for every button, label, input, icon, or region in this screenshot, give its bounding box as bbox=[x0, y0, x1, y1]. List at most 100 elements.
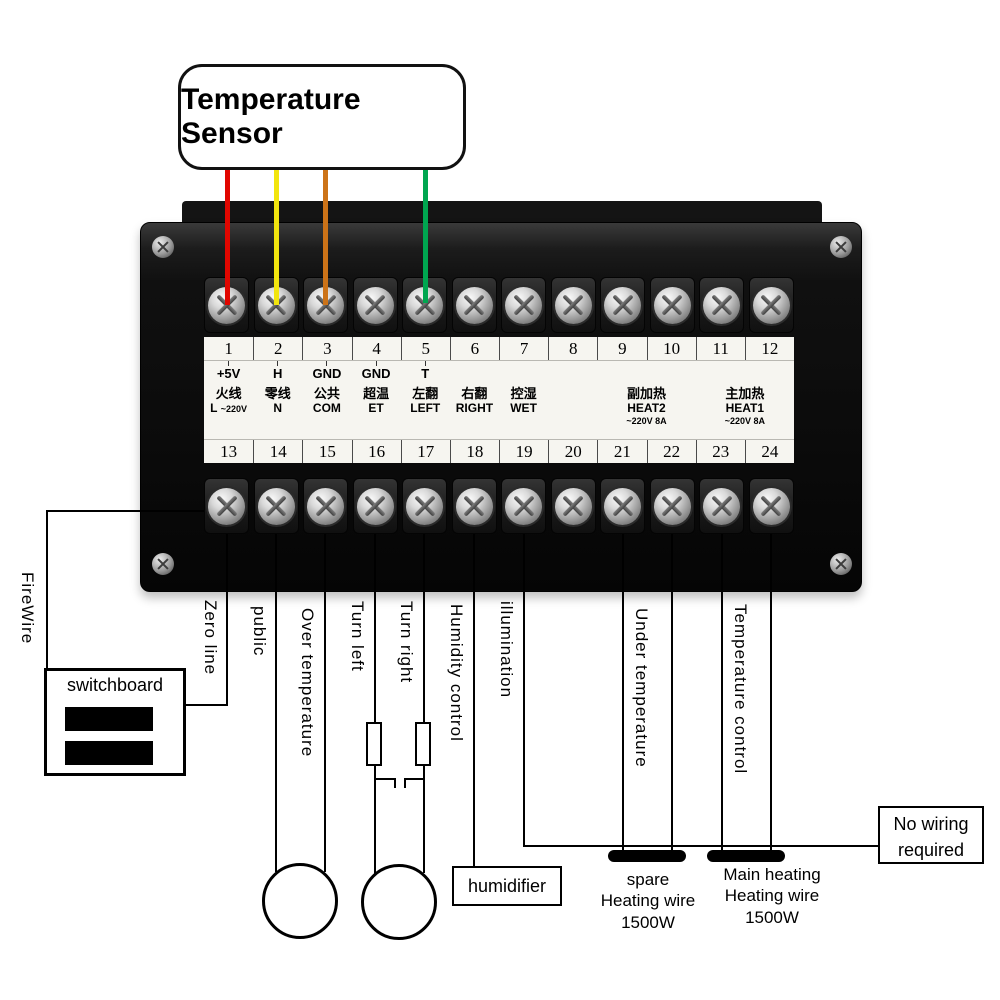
terminal-22 bbox=[649, 478, 695, 534]
panel-screw-icon bbox=[152, 236, 174, 258]
terminal-screw-icon bbox=[406, 487, 444, 525]
terminal-number: 24 bbox=[744, 440, 794, 463]
terminal-screw-icon bbox=[703, 286, 741, 324]
function-neutral: 零线 N bbox=[264, 386, 291, 415]
tick-line bbox=[326, 361, 328, 366]
terminal-number: 10 bbox=[646, 337, 696, 360]
no-wiring-required-box: No wiring required bbox=[878, 806, 984, 864]
tick-line bbox=[228, 361, 230, 366]
pin-label-t: T bbox=[401, 361, 450, 383]
terminal-screw-icon bbox=[653, 286, 691, 324]
panel-screw-icon bbox=[152, 553, 174, 575]
limit-switch-symbol bbox=[376, 778, 396, 780]
terminal-10 bbox=[649, 277, 695, 333]
temperature-sensor-box: Temperature Sensor bbox=[178, 64, 466, 170]
terminal-number: 7 bbox=[499, 337, 548, 360]
terminal-screw-icon bbox=[505, 286, 543, 324]
motor-circle bbox=[262, 863, 338, 939]
terminal-number: 5 bbox=[400, 337, 450, 360]
function-turn-right: 右翻 RIGHT bbox=[455, 386, 494, 415]
panel-screw-icon bbox=[830, 553, 852, 575]
terminal-number: 21 bbox=[597, 440, 646, 463]
terminal-21 bbox=[600, 478, 646, 534]
terminal-screw-icon bbox=[356, 286, 394, 324]
terminal-number: 14 bbox=[253, 440, 302, 463]
terminal-numbers-bottom: 13 14 15 16 17 18 19 20 21 22 23 24 bbox=[204, 439, 794, 463]
tick-line bbox=[277, 361, 279, 366]
terminal-4 bbox=[352, 277, 398, 333]
wire-heat2-b bbox=[671, 534, 673, 852]
tick-line bbox=[424, 361, 426, 366]
terminal-15 bbox=[303, 478, 349, 534]
sensor-wire-green bbox=[423, 170, 428, 303]
function-humidity: 控湿 WET bbox=[510, 386, 537, 415]
terminal-number: 12 bbox=[744, 337, 794, 360]
terminal-23 bbox=[699, 478, 745, 534]
terminal-row-bottom bbox=[204, 478, 794, 534]
terminal-20 bbox=[550, 478, 596, 534]
terminal-14 bbox=[253, 478, 299, 534]
terminal-number: 9 bbox=[597, 337, 646, 360]
terminal-9 bbox=[600, 277, 646, 333]
wire-illumination bbox=[523, 534, 525, 847]
tick-line bbox=[375, 361, 377, 366]
wire-zero-line bbox=[226, 534, 228, 706]
sensor-wire-red bbox=[225, 170, 230, 305]
terminal-screw-icon bbox=[455, 487, 493, 525]
motor-circle bbox=[361, 864, 437, 940]
pin-label-5v: +5V bbox=[204, 361, 253, 383]
terminal-13 bbox=[204, 478, 249, 534]
label-turn-left: Turn left bbox=[348, 601, 367, 672]
terminal-screw-icon bbox=[455, 286, 493, 324]
wire-humidity-control bbox=[473, 534, 475, 868]
function-over-temp: 超温 ET bbox=[363, 386, 390, 415]
terminal-18 bbox=[451, 478, 497, 534]
wire-heat1-a bbox=[721, 534, 723, 852]
pin-label-gnd2: GND bbox=[352, 361, 401, 383]
terminal-number: 1 bbox=[224, 339, 233, 358]
fuse-symbol bbox=[415, 722, 431, 766]
limit-switch-symbol bbox=[404, 778, 406, 788]
wire-heat1-b bbox=[770, 534, 772, 852]
terminal-number: 15 bbox=[302, 440, 351, 463]
label-temperature-control: Temperature control bbox=[731, 604, 750, 775]
terminal-11 bbox=[699, 277, 745, 333]
pin-labels-row: +5V H GND GND T bbox=[204, 361, 794, 383]
wire-zero-line-bend bbox=[186, 704, 228, 706]
label-over-temperature: Over temperature bbox=[298, 608, 317, 758]
function-empty bbox=[548, 383, 597, 439]
function-live-wire: 火线 L ~220V bbox=[210, 386, 248, 415]
terminal-screw-icon bbox=[505, 487, 543, 525]
limit-switch-symbol bbox=[394, 778, 396, 788]
switchboard-slot bbox=[65, 741, 153, 765]
label-public: public bbox=[250, 606, 269, 657]
terminal-screw-icon bbox=[208, 487, 245, 525]
switchboard-label: switchboard bbox=[66, 675, 164, 695]
label-humidity-control: Humidity control bbox=[447, 604, 466, 742]
panel-screw-icon bbox=[830, 236, 852, 258]
sensor-wire-yellow bbox=[274, 170, 279, 305]
terminal-24 bbox=[748, 478, 794, 534]
terminal-number: 4 bbox=[351, 337, 401, 360]
terminal-number: 13 bbox=[220, 442, 238, 461]
terminal-function-row: 火线 L ~220V 零线 N 公共 COM 超温 ET 左翻 LEFT 右翻 … bbox=[204, 383, 794, 439]
terminal-number: 22 bbox=[646, 440, 696, 463]
label-illumination: illumination bbox=[497, 601, 516, 699]
terminal-screw-icon bbox=[752, 286, 790, 324]
terminal-12 bbox=[748, 277, 794, 333]
switchboard-box: switchboard bbox=[44, 668, 186, 776]
label-turn-right: Turn right bbox=[397, 601, 416, 684]
terminal-number: 16 bbox=[351, 440, 401, 463]
fuse-symbol bbox=[366, 722, 382, 766]
wire-turn-right-lower bbox=[423, 766, 425, 873]
terminal-number: 11 bbox=[695, 337, 745, 360]
function-common: 公共 COM bbox=[312, 386, 341, 415]
terminal-7 bbox=[501, 277, 547, 333]
terminal-screw-icon bbox=[604, 286, 642, 324]
limit-switch-symbol bbox=[404, 778, 424, 780]
terminal-screw-icon bbox=[752, 487, 790, 525]
wire-heat2-a bbox=[622, 534, 624, 852]
terminal-screw-icon bbox=[653, 487, 691, 525]
terminal-number: 17 bbox=[400, 440, 450, 463]
terminal-numbers-top: 1 2 3 4 5 6 7 8 9 10 11 12 bbox=[204, 337, 794, 361]
